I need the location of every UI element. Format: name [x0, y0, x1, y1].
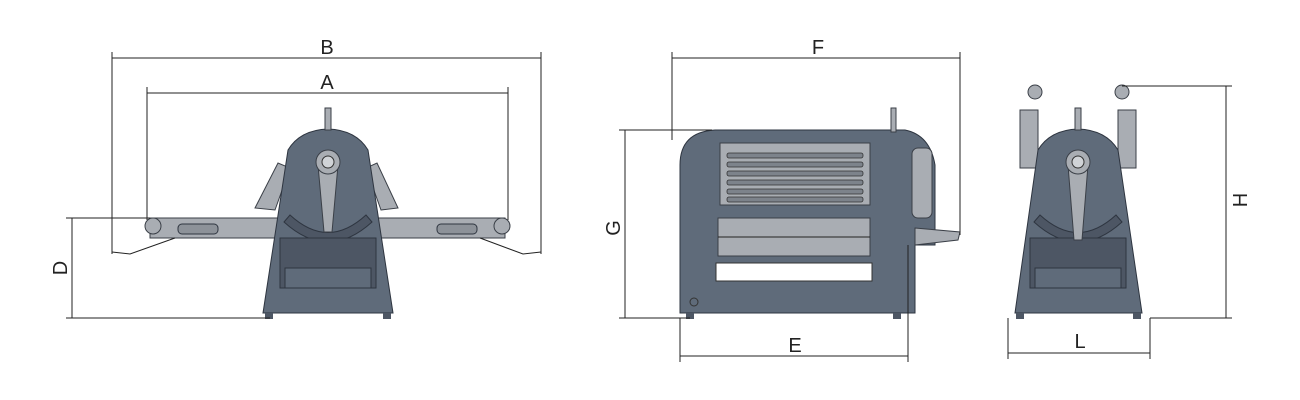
front-view-machine: [111, 107, 542, 319]
label-D: D: [50, 261, 72, 275]
label-A: A: [320, 72, 334, 94]
dimension-H: H: [1122, 85, 1252, 319]
dimension-E: E: [679, 245, 909, 362]
dimension-D: D: [50, 217, 270, 319]
dimension-F: F: [671, 37, 961, 235]
left-roller: [144, 217, 162, 235]
opening: [715, 262, 873, 282]
right-roller: [493, 217, 511, 235]
dimension-B: B: [111, 37, 542, 254]
label-L: L: [1074, 331, 1085, 353]
crank-handle: [914, 227, 961, 246]
crank-arm: [911, 147, 933, 219]
label-G: G: [603, 220, 625, 236]
dimension-L: L: [1007, 318, 1151, 359]
left-folded-table: [1019, 109, 1039, 169]
dimension-G: G: [603, 129, 712, 319]
folded-view-machine: [1014, 84, 1143, 319]
dimension-A: A: [146, 72, 509, 220]
label-E: E: [788, 335, 801, 357]
right-folded-table: [1117, 109, 1137, 169]
label-H: H: [1230, 193, 1252, 207]
knob: [324, 107, 332, 131]
side-view-machine: [679, 107, 961, 319]
label-F: F: [812, 37, 824, 59]
label-B: B: [320, 37, 333, 59]
